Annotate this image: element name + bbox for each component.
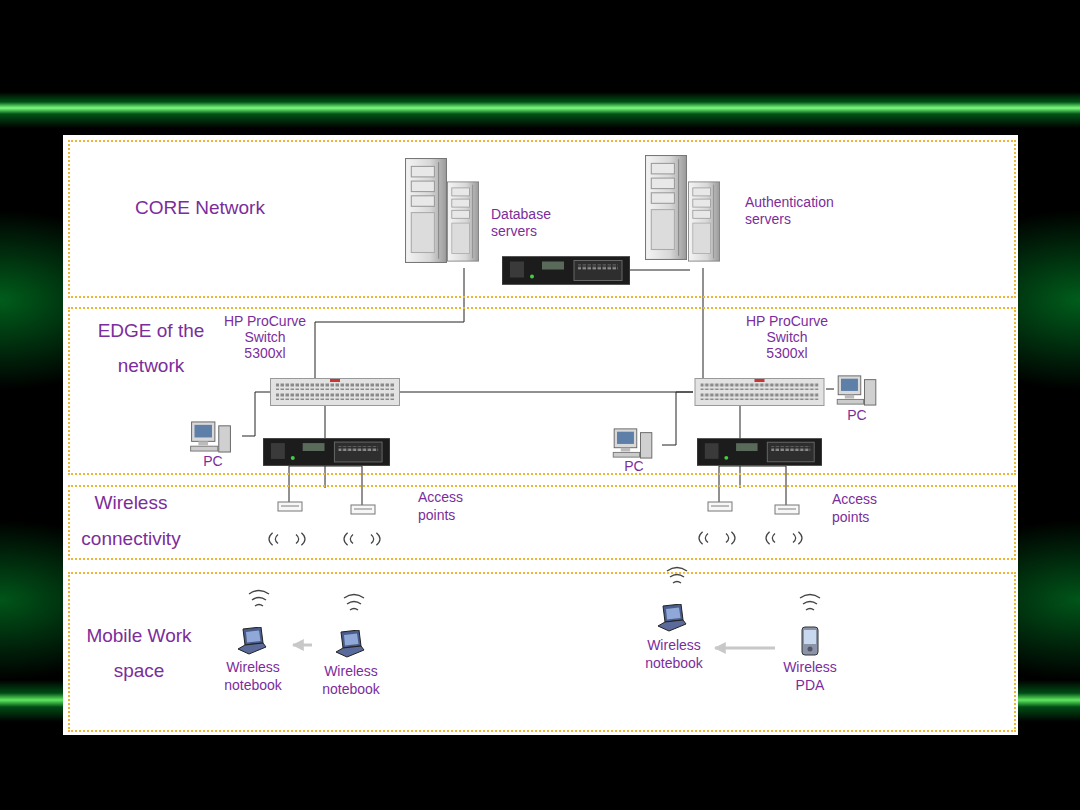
access-point [351, 505, 375, 514]
laptop-icon [658, 604, 686, 631]
laptop-icon [336, 630, 364, 657]
wireless-device: Wireless notebook [635, 590, 715, 680]
radio-waves [699, 532, 735, 545]
device-label: PC [186, 454, 240, 469]
movement-arrow [715, 647, 775, 650]
pc-node: PC [608, 425, 662, 475]
device-label: PC [608, 459, 660, 473]
radio-waves [667, 568, 687, 584]
authentication-server [646, 156, 687, 260]
pc-icon [191, 422, 231, 452]
database-server [406, 159, 447, 263]
core-appliance [502, 257, 630, 285]
switch-node: HP ProCurve Switch 5300xl [270, 378, 400, 406]
device-label: Authentication servers [745, 194, 845, 228]
network-switch [271, 379, 400, 406]
radio-waves [344, 533, 380, 546]
wireless-controller [263, 438, 390, 466]
device-label: HP ProCurve Switch 5300xl [222, 313, 308, 361]
network-band: Wireless connectivity Access points Access… [68, 485, 1016, 560]
server-group: Database servers [402, 155, 559, 268]
radio-waves [249, 591, 269, 607]
device-label: Access points [832, 490, 890, 526]
network-band: EDGE of the networkHP ProCurve Switch 53… [68, 307, 1016, 475]
movement-arrow [293, 644, 312, 647]
wireless-device: Wireless PDA [775, 588, 847, 700]
network-link [826, 389, 834, 390]
pc-node: PC [834, 372, 882, 426]
authentication-server [688, 182, 719, 261]
network-switch [695, 379, 824, 406]
device-label: Wireless notebook [635, 636, 713, 672]
access-point [708, 502, 732, 511]
pc-node: PC [186, 418, 242, 472]
server-group: Authentication servers [640, 150, 847, 268]
wireless-controller [697, 438, 822, 465]
device-label: Wireless PDA [775, 658, 845, 694]
device-label: Database servers [491, 206, 557, 240]
switch-node: HP ProCurve Switch 5300xl [693, 378, 826, 406]
pc-icon [837, 376, 876, 405]
device-label: Wireless notebook [215, 658, 291, 694]
laptop-icon [238, 627, 266, 654]
wireless-device: Wireless notebook [312, 586, 392, 704]
device-label: Access points [418, 488, 476, 524]
band-label: Wireless connectivity [71, 485, 191, 557]
network-link [703, 268, 704, 378]
band-label: Mobile Work space [79, 618, 199, 688]
access-point-group: Access points [268, 488, 478, 550]
network-link [400, 392, 693, 393]
radio-waves [269, 533, 305, 546]
device-label: PC [834, 408, 880, 423]
band-label: EDGE of the network [81, 313, 221, 383]
network-band: Mobile Work spaceWireless notebookWirele… [68, 572, 1016, 732]
database-server [447, 182, 478, 261]
access-point [775, 505, 799, 514]
radio-waves [766, 532, 802, 545]
band-label: CORE Network [130, 190, 270, 225]
pda-icon [802, 627, 818, 655]
radio-waves [344, 595, 364, 611]
pc-icon [613, 429, 652, 458]
network-link [315, 268, 464, 378]
device-label: Wireless notebook [312, 662, 390, 698]
radio-waves [800, 595, 820, 611]
network-link [662, 392, 693, 445]
wireless-device: Wireless notebook [215, 582, 293, 700]
network-band: CORE Network Database servers Authenticati… [68, 140, 1016, 298]
access-point [278, 502, 302, 511]
access-point-group: Access points [698, 488, 893, 550]
network-link [242, 392, 270, 436]
device-label: HP ProCurve Switch 5300xl [744, 313, 830, 361]
wire [628, 270, 690, 271]
